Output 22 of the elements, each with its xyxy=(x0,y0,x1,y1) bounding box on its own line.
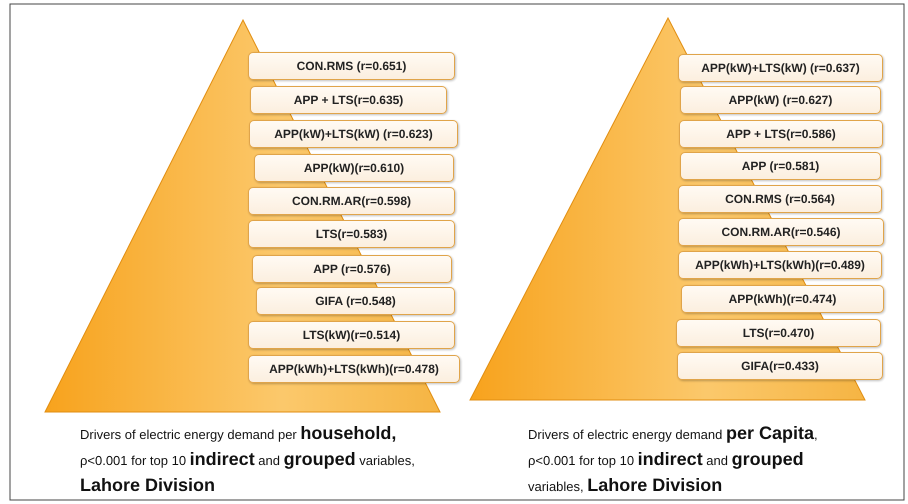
variable-box: CON.RMS (r=0.651) xyxy=(248,52,455,80)
variable-box: GIFA(r=0.433) xyxy=(677,352,883,380)
variable-box: APP(kW)(r=0.610) xyxy=(254,154,454,182)
variable-box: APP(kW) (r=0.627) xyxy=(680,86,881,114)
variable-box: APP + LTS(r=0.586) xyxy=(679,120,883,148)
variable-box: APP + LTS(r=0.635) xyxy=(250,86,447,114)
variable-box: APP(kW)+LTS(kW) (r=0.637) xyxy=(678,54,883,82)
variable-box: CON.RM.AR(r=0.546) xyxy=(678,218,884,246)
caption-text: Drivers of electric energy demand per Capita, ρ<0.001 for top 10 indirect and grouped variables, Lahore Division xyxy=(528,422,819,498)
variable-box: CON.RM.AR(r=0.598) xyxy=(248,187,455,215)
variable-box: LTS(r=0.470) xyxy=(676,319,881,347)
variable-box: CON.RMS (r=0.564) xyxy=(678,185,882,213)
caption-text: Drivers of electric energy demand per household, ρ<0.001 for top 10 indirect and grouped variables, Lahore Division xyxy=(80,422,416,498)
variable-box: APP(kW)+LTS(kW) (r=0.623) xyxy=(249,120,458,148)
variable-box: APP(kWh)+LTS(kWh)(r=0.489) xyxy=(678,251,882,279)
variable-box: APP(kWh)(r=0.474) xyxy=(681,285,884,313)
variable-box: LTS(kW)(r=0.514) xyxy=(248,321,455,349)
variable-box: LTS(r=0.583) xyxy=(248,220,455,248)
variable-box: APP (r=0.581) xyxy=(680,152,881,180)
variable-box: APP (r=0.576) xyxy=(252,255,452,283)
variable-box: APP(kWh)+LTS(kWh)(r=0.478) xyxy=(248,355,460,383)
variable-box: GIFA (r=0.548) xyxy=(256,287,455,315)
